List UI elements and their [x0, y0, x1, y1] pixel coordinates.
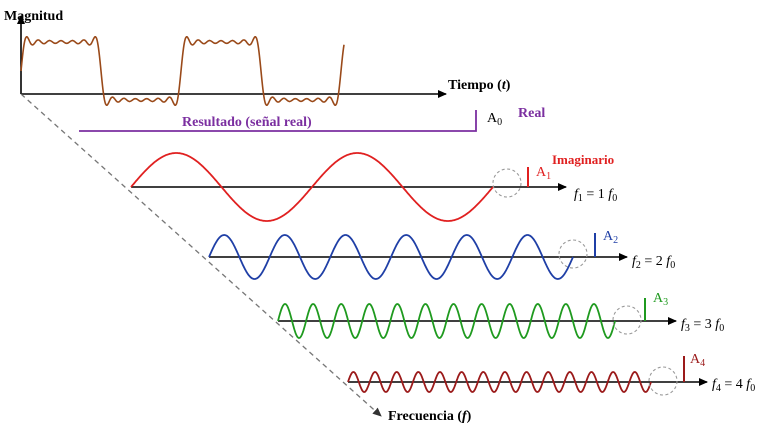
- imaginary-label: Imaginario: [552, 152, 614, 167]
- magnitude-label: Magnitud: [4, 9, 63, 24]
- harmonic-wave: [208, 234, 574, 280]
- square-wave-signal: [20, 36, 345, 106]
- phase-circle: [648, 366, 678, 396]
- frequency-value-label: f1 = 1 f0: [574, 187, 617, 204]
- amplitude-label: A4: [690, 352, 705, 369]
- frequency-axis: [20, 93, 382, 417]
- amplitude-label: A2: [603, 229, 618, 246]
- harmonic-1: A1 f1 = 1 f0: [130, 152, 617, 222]
- harmonic-wave: [277, 303, 616, 339]
- a0-label: A0: [487, 111, 502, 128]
- time-label: Tiempo (t): [448, 78, 511, 93]
- frequency-value-label: f4 = 4 f0: [712, 377, 755, 394]
- phase-circle: [558, 239, 588, 269]
- frequency-label: Frecuencia (f): [388, 409, 472, 424]
- harmonic-wave: [347, 371, 652, 393]
- amplitude-label: A1: [536, 165, 551, 182]
- harmonic-3: A3 f3 = 3 f0: [277, 291, 724, 339]
- harmonic-4: A4 f4 = 4 f0: [347, 352, 755, 396]
- real-label: Real: [518, 106, 545, 121]
- frequency-value-label: f3 = 3 f0: [681, 317, 724, 334]
- amplitude-label: A3: [653, 291, 668, 308]
- phase-circle: [612, 305, 642, 335]
- harmonic-2: A2 f2 = 2 f0: [208, 229, 675, 280]
- harmonic-wave: [130, 152, 494, 222]
- result-label: Resultado (señal real): [182, 115, 312, 130]
- phase-circle: [492, 168, 522, 198]
- result-bracket: [79, 110, 477, 132]
- frequency-value-label: f2 = 2 f0: [632, 254, 675, 271]
